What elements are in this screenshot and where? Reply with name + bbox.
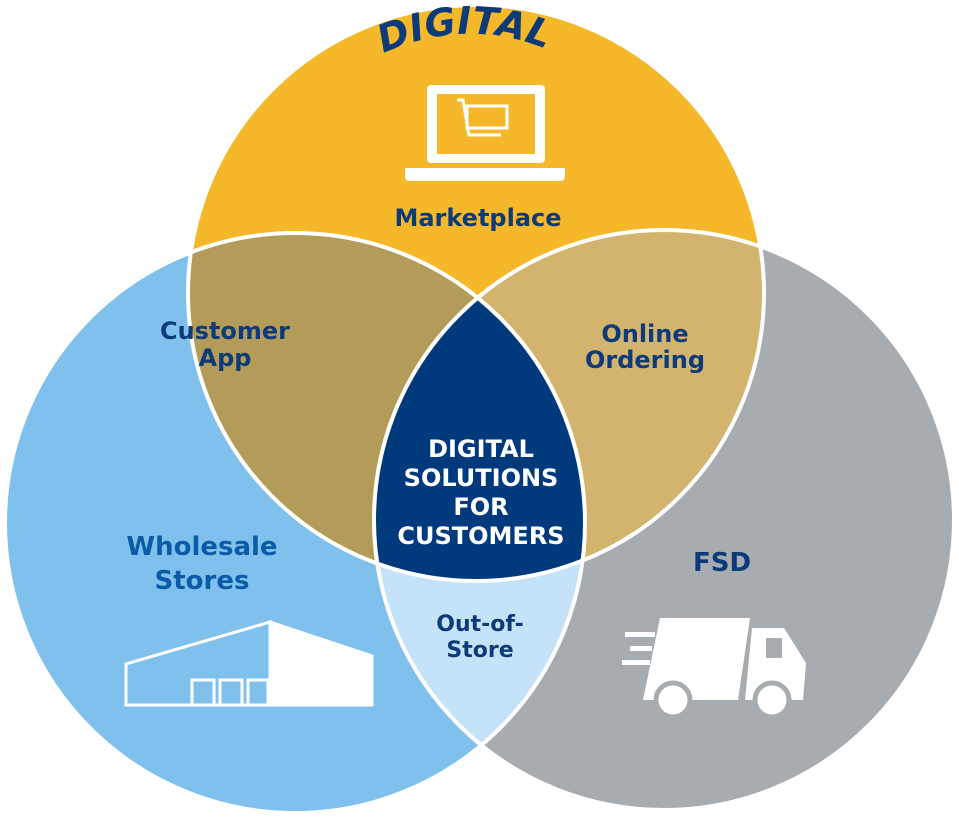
center-line4: CUSTOMERS bbox=[397, 522, 564, 550]
out-of-store-line1: Out-of- bbox=[436, 612, 523, 637]
customer-app-line1: Customer bbox=[160, 317, 290, 345]
delivery-truck-icon bbox=[622, 618, 806, 720]
wholesale-line2: Stores bbox=[155, 566, 250, 596]
center-line1: DIGITAL bbox=[428, 435, 534, 463]
wholesale-line1: Wholesale bbox=[126, 532, 277, 562]
marketplace-label: Marketplace bbox=[394, 204, 561, 232]
center-line3: FOR bbox=[453, 493, 508, 521]
out-of-store-line2: Store bbox=[446, 638, 513, 663]
online-ordering-line1: Online bbox=[601, 320, 688, 348]
online-ordering-line2: Ordering bbox=[585, 346, 705, 374]
laptop-cart-icon bbox=[405, 85, 565, 181]
fsd-label: FSD bbox=[693, 548, 751, 578]
warehouse-icon bbox=[124, 620, 374, 707]
customer-app-line2: App bbox=[199, 344, 252, 372]
center-line2: SOLUTIONS bbox=[404, 464, 559, 492]
